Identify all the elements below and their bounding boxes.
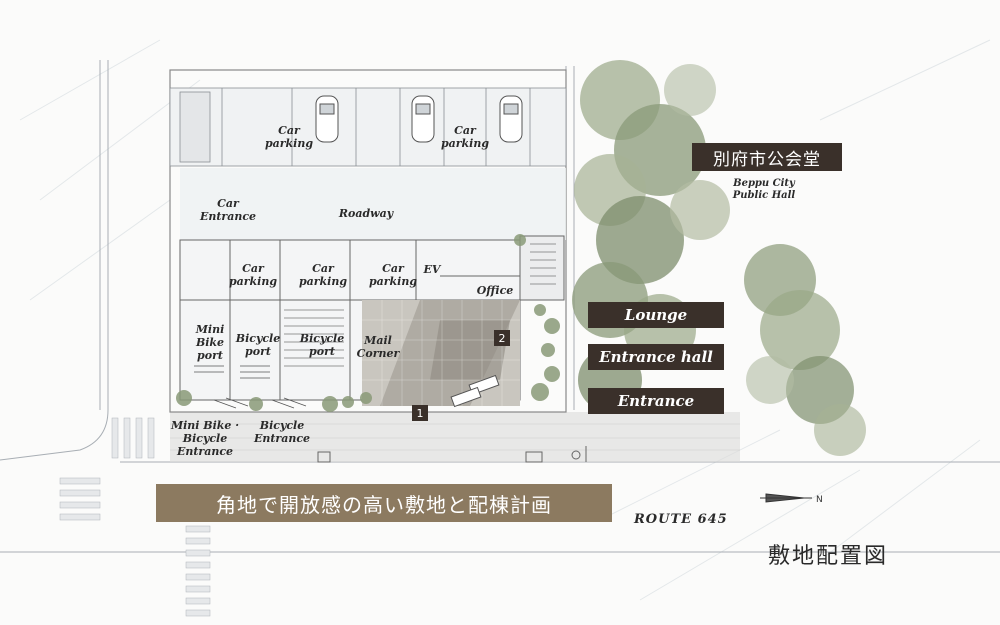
label-ev: EV	[423, 263, 441, 276]
stairs	[284, 243, 556, 367]
site-plan-banner: 角地で開放感の高い敷地と配棟計画	[156, 484, 612, 522]
label-bicycle-entrance: Bicycle Entrance	[253, 419, 311, 445]
shrubs	[176, 234, 560, 412]
crosswalk	[59, 417, 211, 617]
plate-entrance-hall: Entrance hall	[588, 344, 724, 370]
marker-2: 2	[494, 330, 510, 346]
label-bicycle-port-1: Bicycle port	[235, 332, 281, 358]
label-car-parking-3: Car parking	[368, 262, 418, 288]
label-roadway: Roadway	[338, 207, 394, 220]
label-office: Office	[476, 284, 514, 297]
plate-entrance: Entrance	[588, 388, 724, 414]
plate-lounge: Lounge	[588, 302, 724, 328]
marker-1: 1	[412, 405, 428, 421]
label-mail-corner: Mail Corner	[356, 334, 400, 360]
public-hall-name-jp: 別府市公会堂	[692, 143, 842, 171]
label-mini-bike-bicycle-entrance: Mini Bike · Bicycle Entrance	[170, 419, 240, 458]
north-arrow-icon: N	[760, 493, 823, 505]
label-car-entrance: Car Entrance	[199, 197, 257, 223]
public-hall-name-en: Beppu City Public Hall	[732, 178, 796, 201]
label-car-parking-top-1: Car parking	[264, 124, 314, 150]
sidewalk	[170, 412, 740, 462]
parked-cars	[315, 95, 523, 143]
bicycle-racks	[194, 365, 307, 409]
roadway-area	[180, 168, 566, 240]
label-car-parking-1: Car parking	[228, 262, 278, 288]
label-mini-bike-port: Mini Bike port	[195, 323, 225, 362]
label-bicycle-port-2: Bicycle port	[299, 332, 345, 358]
site-boundary	[169, 69, 567, 413]
map-title: 敷地配置図	[768, 544, 889, 569]
label-car-parking-2: Car parking	[298, 262, 348, 288]
route-label: ROUTE 645	[634, 512, 728, 527]
label-car-parking-top-2: Car parking	[440, 124, 490, 150]
sidewalk-marks	[317, 446, 587, 463]
svg-text:N: N	[816, 495, 823, 505]
lobby-floor	[362, 300, 520, 408]
